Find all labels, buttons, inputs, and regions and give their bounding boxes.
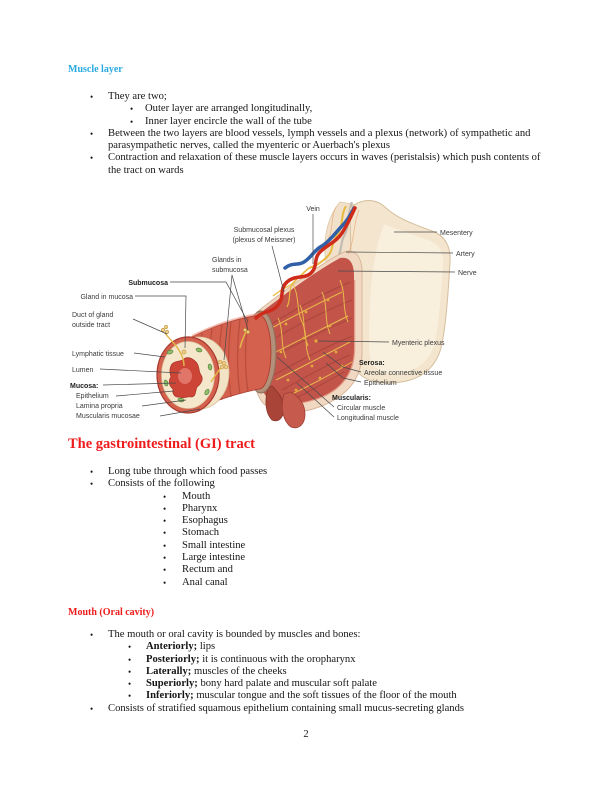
bullet-marker: •: [128, 666, 132, 677]
bullet-marker: •: [90, 630, 94, 640]
label-lamina-propria: Lamina propria: [76, 403, 123, 410]
list-item: •Contraction and relaxation of these mus…: [90, 152, 541, 176]
list-item: •Inner layer encircle the wall of the tu…: [130, 115, 312, 127]
bullet-marker: •: [130, 104, 134, 115]
label-submucosal-plexus: (plexus of Meissner): [232, 237, 295, 244]
list-item: •Consists of the following: [90, 478, 215, 490]
label-gland-in-mucosa: Gland in mucosa: [80, 294, 133, 301]
list-item: •Esophagus: [163, 515, 228, 527]
section-mouth: Mouth (Oral cavity) •The mouth or oral c…: [68, 607, 554, 715]
label-myenteric-plexus: Myenteric plexus: [392, 340, 445, 347]
label-lumen: Lumen: [72, 367, 94, 374]
bullet-marker: •: [128, 679, 132, 690]
label-artery: Artery: [456, 251, 475, 258]
label-longitudinal-muscle: Longitudinal muscle: [337, 415, 399, 422]
lumen-center: [178, 368, 192, 384]
list-item: •The mouth or oral cavity is bounded by …: [90, 629, 361, 640]
muscle-flap: [265, 385, 285, 422]
muscle-layer-heading: Muscle layer: [68, 64, 123, 75]
list-item: •Consists of stratified squamous epithel…: [90, 702, 465, 714]
label-serosa: Serosa:: [359, 360, 385, 367]
bullet-marker: •: [90, 92, 94, 102]
label-submucosal-plexus: Submucosal plexus: [234, 227, 295, 234]
list-item: •Anal canal: [163, 576, 228, 588]
bullet-marker: •: [90, 153, 94, 164]
list-item: •They are two;: [90, 91, 167, 102]
bullet-marker: •: [128, 654, 132, 665]
section-muscle-layer: Muscle layer •They are two; •Outer layer…: [68, 64, 554, 177]
list-item: •Large intestine: [163, 552, 246, 564]
gi-tract-heading: The gastrointestinal (GI) tract: [68, 436, 255, 452]
bullet-marker: •: [163, 577, 167, 588]
gi-tract-wall-diagram: Vein Submucosal plexus (plexus of Meissn…: [70, 200, 477, 429]
list-item: •Posteriorly; it is continuous with the …: [128, 653, 356, 665]
bullet-marker: •: [163, 553, 167, 564]
bullet-marker: •: [163, 503, 167, 514]
section-gi-tract: The gastrointestinal (GI) tract •Long tu…: [68, 436, 554, 589]
label-glands-in-submucosa: Glands in: [212, 257, 242, 264]
bullet-marker: •: [128, 691, 132, 702]
label-areolar: Areolar connective tissue: [364, 370, 442, 377]
vein-blue: [283, 206, 356, 270]
list-item: •Long tube through which food passes: [90, 466, 268, 477]
label-lymphatic-tissue: Lymphatic tissue: [72, 351, 124, 358]
mesentery-highlight: [369, 224, 444, 374]
label-serosa-epithelium: Epithelium: [364, 380, 397, 387]
bullet-marker: •: [163, 565, 167, 576]
label-duct-of-gland: outside tract: [72, 322, 110, 329]
list-item: •Laterally; muscles of the cheeks: [128, 665, 287, 677]
bullet-marker: •: [163, 516, 167, 527]
label-muscularis-mucosae: Muscularis mucosae: [76, 413, 140, 420]
muscle-flap: [281, 391, 306, 429]
mouth-list: •The mouth or oral cavity is bounded by …: [68, 629, 554, 715]
list-item: •Pharynx: [163, 502, 218, 514]
list-item: •Between the two layers are blood vessel…: [90, 127, 531, 152]
lymphatic-nodules: [163, 347, 213, 403]
muscle-layer-list: •They are two; •Outer layer are arranged…: [68, 91, 554, 177]
artery-red: [254, 206, 357, 320]
page-number: 2: [303, 729, 309, 740]
label-glands-in-submucosa: submucosa: [212, 267, 248, 274]
bullet-marker: •: [163, 540, 167, 551]
bullet-marker: •: [90, 703, 94, 714]
mouth-heading: Mouth (Oral cavity): [68, 607, 155, 618]
list-item: •Mouth: [163, 490, 211, 502]
bullet-marker: •: [90, 467, 94, 477]
bullet-marker: •: [90, 128, 94, 139]
list-item: •Anteriorly; lips: [128, 641, 216, 653]
label-circular-muscle: Circular muscle: [337, 405, 385, 412]
bullet-marker: •: [128, 642, 132, 653]
leader-lines: [99, 214, 456, 418]
label-mesentery: Mesentery: [440, 230, 473, 237]
list-item: •Rectum and: [163, 564, 233, 576]
label-muscularis: Muscularis:: [332, 395, 371, 402]
cross-section-face: [156, 336, 220, 414]
label-mucosa-epithelium: Epithelium: [76, 393, 109, 400]
bullet-marker: •: [163, 491, 167, 502]
list-item: •Stomach: [163, 527, 220, 539]
bullet-marker: •: [163, 528, 167, 539]
gland-clusters: [161, 325, 250, 370]
label-submucosa: Submucosa: [128, 280, 168, 287]
bullet-marker: •: [130, 116, 134, 127]
list-item: •Small intestine: [163, 539, 246, 551]
muscle-highlight: [191, 313, 259, 337]
gi-tract-list: •Long tube through which food passes •Co…: [68, 466, 554, 589]
label-mucosa: Mucosa:: [70, 383, 98, 390]
label-duct-of-gland: Duct of gland: [72, 312, 113, 319]
list-item: •Outer layer are arranged longitudinally…: [130, 103, 313, 115]
connective-strand: [336, 201, 354, 260]
bullet-marker: •: [90, 479, 94, 490]
label-nerve: Nerve: [458, 270, 477, 277]
list-item: •Superiorly; bony hard palate and muscul…: [128, 678, 377, 690]
list-item: •Inferiorly; muscular tongue and the sof…: [128, 690, 457, 702]
label-vein: Vein: [306, 206, 320, 213]
